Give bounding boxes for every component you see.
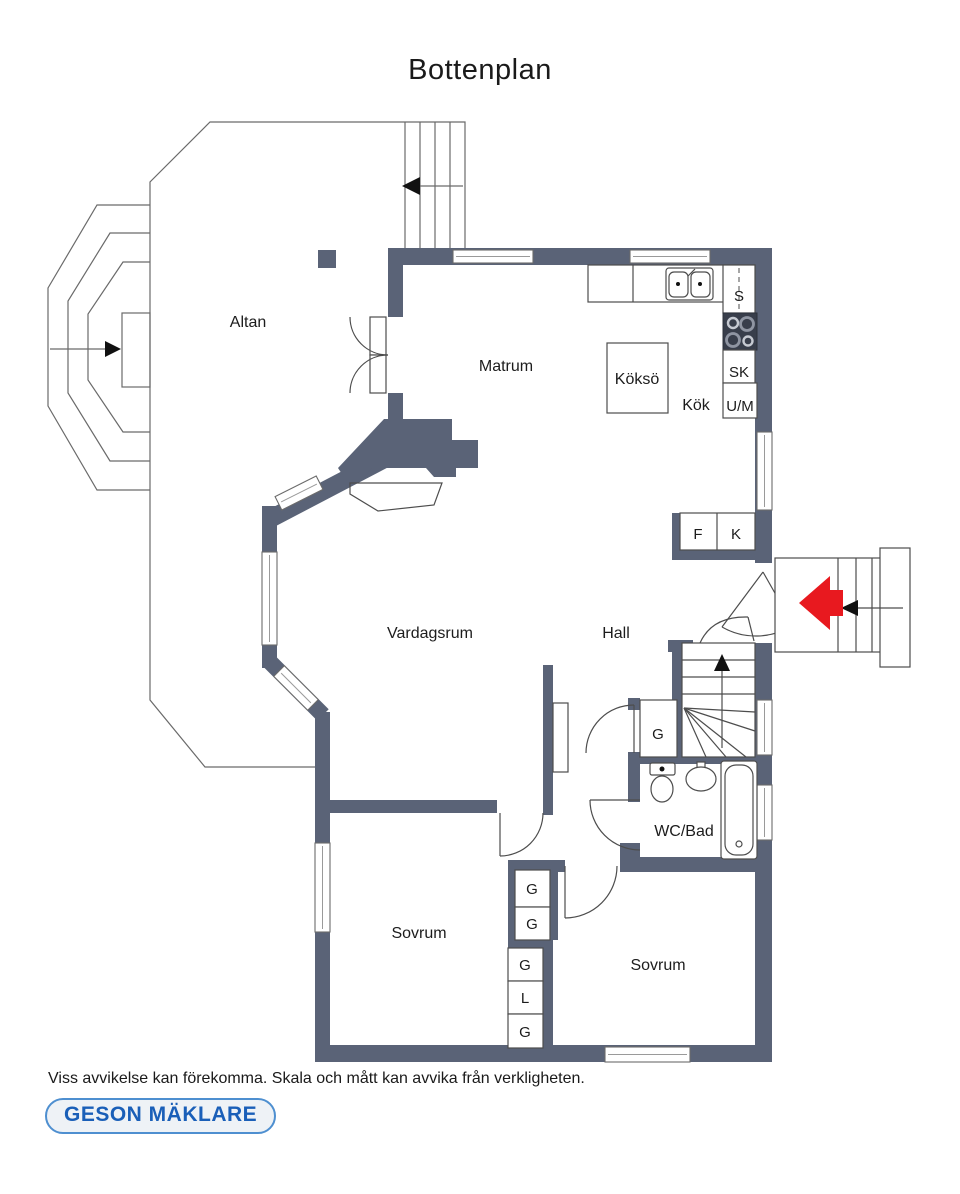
label-kok: Kök: [682, 397, 711, 414]
label-sk: SK: [729, 364, 749, 381]
window: [272, 664, 320, 712]
closet-boxes: [507, 869, 551, 1049]
window: [452, 249, 534, 264]
label-hall-g: G: [652, 726, 664, 743]
bathtub: [720, 760, 758, 860]
window: [756, 699, 773, 756]
hall-shelf: [552, 702, 569, 773]
label-altan: Altan: [230, 314, 266, 331]
label-kokso: Köksö: [615, 371, 660, 388]
entrance-opening: [755, 563, 772, 643]
washbasin: [685, 761, 717, 792]
terrace-octagon-steps: [47, 204, 151, 491]
window: [274, 475, 324, 511]
disclaimer-text: Viss avvikelse kan förekomma. Skala och …: [48, 1070, 585, 1087]
terrace-outline: [149, 121, 466, 768]
label-s: S: [734, 288, 744, 305]
label-sovrum-left: Sovrum: [391, 925, 446, 942]
fireplace: [338, 419, 478, 512]
window: [261, 551, 278, 646]
stairs-down-arrow-icon: [841, 600, 858, 616]
fridge-freezer-cabinet: [679, 512, 756, 551]
kitchen-sink: [665, 267, 714, 301]
label-k: K: [731, 526, 741, 543]
window: [756, 431, 773, 511]
hall-closet-box: [639, 699, 678, 758]
label-sovrum-right: Sovrum: [630, 957, 685, 974]
label-matrum: Matrum: [479, 358, 533, 375]
label-um: U/M: [726, 398, 754, 415]
label-closet-g: G: [526, 916, 538, 933]
kitchen-island: [606, 342, 669, 414]
window: [314, 842, 331, 933]
tall-cabinet: [722, 264, 756, 314]
bedroom-right-door: [564, 865, 618, 919]
um-appliance: [722, 382, 758, 419]
window: [629, 249, 711, 264]
page-title: Bottenplan: [408, 54, 552, 86]
octagon-entry-arrow-icon: [105, 341, 121, 357]
label-closet-g: G: [519, 1024, 531, 1041]
terrace-pillar: [318, 250, 336, 268]
label-hall: Hall: [602, 625, 630, 642]
stairs-up-arrow-icon: [714, 654, 730, 671]
label-closet-l: L: [521, 990, 529, 1007]
label-f: F: [693, 526, 702, 543]
room-labels: Altan Matrum Köksö Kök Vardagsrum Hall W…: [230, 288, 754, 1041]
bedroom-left-door: [499, 812, 544, 857]
sk-cabinet: [722, 349, 756, 384]
stove: [722, 312, 758, 351]
label-vardagsrum: Vardagsrum: [387, 625, 473, 642]
entry-arrow-icon: [799, 576, 843, 630]
hall-closet-door: [585, 704, 635, 754]
label-wc-bad: WC/Bad: [654, 823, 714, 840]
window: [756, 784, 773, 841]
internal-stairs: [681, 642, 756, 758]
stair-landing-door: [699, 616, 755, 644]
terrace-stairs-arrow-icon: [402, 177, 420, 195]
window: [604, 1046, 691, 1063]
windows: [261, 249, 773, 1063]
toilet: [649, 762, 676, 803]
label-closet-g: G: [519, 957, 531, 974]
label-closet-g: G: [526, 881, 538, 898]
brand-logo: GESON MÄKLARE: [45, 1098, 277, 1134]
hearth-outline: [349, 482, 443, 512]
wc-door: [589, 799, 641, 851]
terrace-double-door: [349, 316, 389, 394]
